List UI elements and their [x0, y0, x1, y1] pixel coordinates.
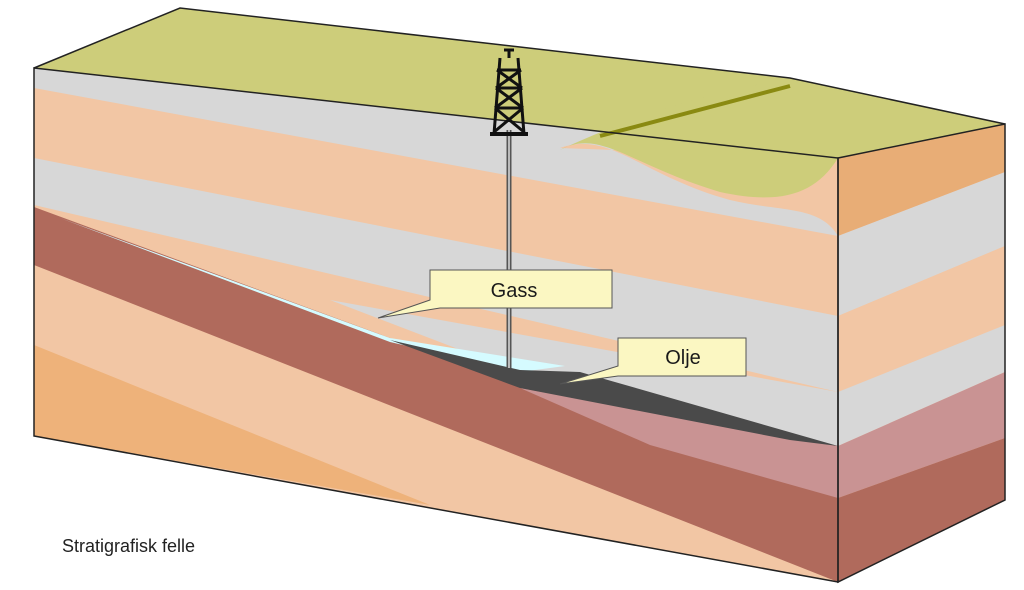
derrick-icon — [490, 48, 528, 136]
front-grey-band-top — [34, 68, 838, 236]
surface-ridge-line — [599, 84, 791, 138]
side-red — [838, 438, 1005, 582]
side-peach-1 — [838, 246, 1005, 392]
side-pink — [838, 372, 1005, 498]
front-grey-wedge-lower — [330, 300, 838, 446]
callout-oil: Olje — [559, 337, 747, 385]
side-grey-2 — [838, 325, 1005, 446]
surface-hill-top — [560, 78, 1005, 198]
side-face — [838, 124, 1005, 582]
drill-rig — [490, 48, 528, 368]
callout-gas-label: Gass — [491, 280, 538, 302]
side-grey-1 — [838, 172, 1005, 316]
side-orange-top — [838, 124, 1005, 236]
front-orange-base — [34, 345, 430, 505]
block-outline — [33, 7, 1006, 584]
reservoir-pink-section — [520, 388, 838, 498]
front-face — [34, 68, 838, 582]
callout-gas: Gass — [377, 269, 613, 319]
diagram-caption: Stratigrafisk felle — [62, 536, 195, 556]
reservoir-layer — [34, 207, 838, 582]
callout-oil-label: Olje — [665, 347, 701, 369]
oil-accumulation — [390, 340, 838, 446]
